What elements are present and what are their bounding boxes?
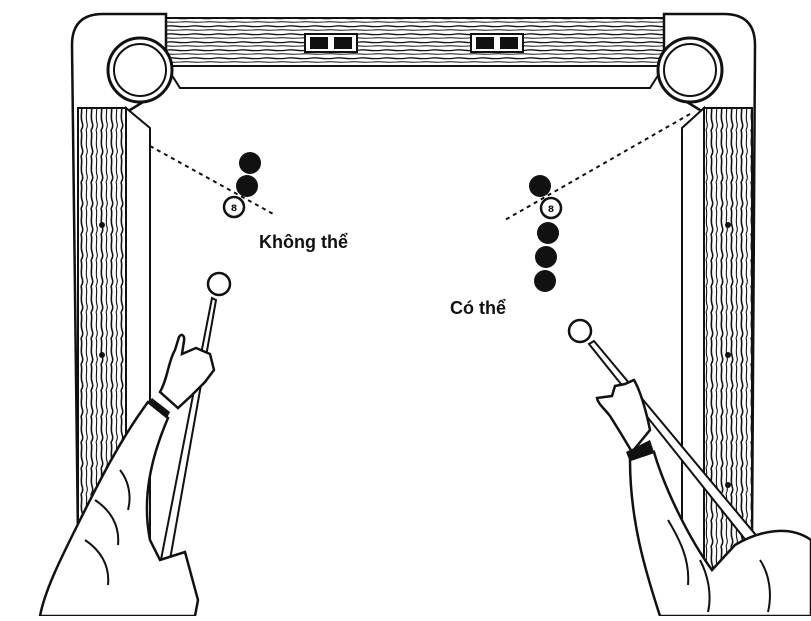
billiard-ball bbox=[529, 175, 551, 197]
billiard-ball bbox=[535, 246, 557, 268]
billiard-ball bbox=[236, 175, 258, 197]
hand-right bbox=[597, 380, 650, 452]
label-possible-shot: Có thể bbox=[450, 298, 506, 319]
billiard-ball bbox=[537, 222, 559, 244]
label-impossible-shot: Không thể bbox=[259, 232, 348, 253]
rail-marker bbox=[334, 37, 352, 49]
eight-ball-number: 8 bbox=[548, 205, 554, 215]
rail-marker bbox=[310, 37, 328, 49]
cue-ball-left bbox=[208, 273, 230, 295]
pocket-right bbox=[658, 38, 722, 102]
top-rail bbox=[166, 18, 664, 66]
rail-marker bbox=[500, 37, 518, 49]
pocket-left bbox=[108, 38, 172, 102]
right-scenario: 8 bbox=[505, 114, 811, 616]
cue-ball-right bbox=[569, 320, 591, 342]
top-cushion bbox=[166, 66, 664, 88]
billiard-ball bbox=[534, 270, 556, 292]
rail-marker bbox=[476, 37, 494, 49]
aim-line-right bbox=[505, 114, 690, 220]
billiard-ball bbox=[239, 152, 261, 174]
eight-ball-number: 8 bbox=[231, 204, 237, 214]
